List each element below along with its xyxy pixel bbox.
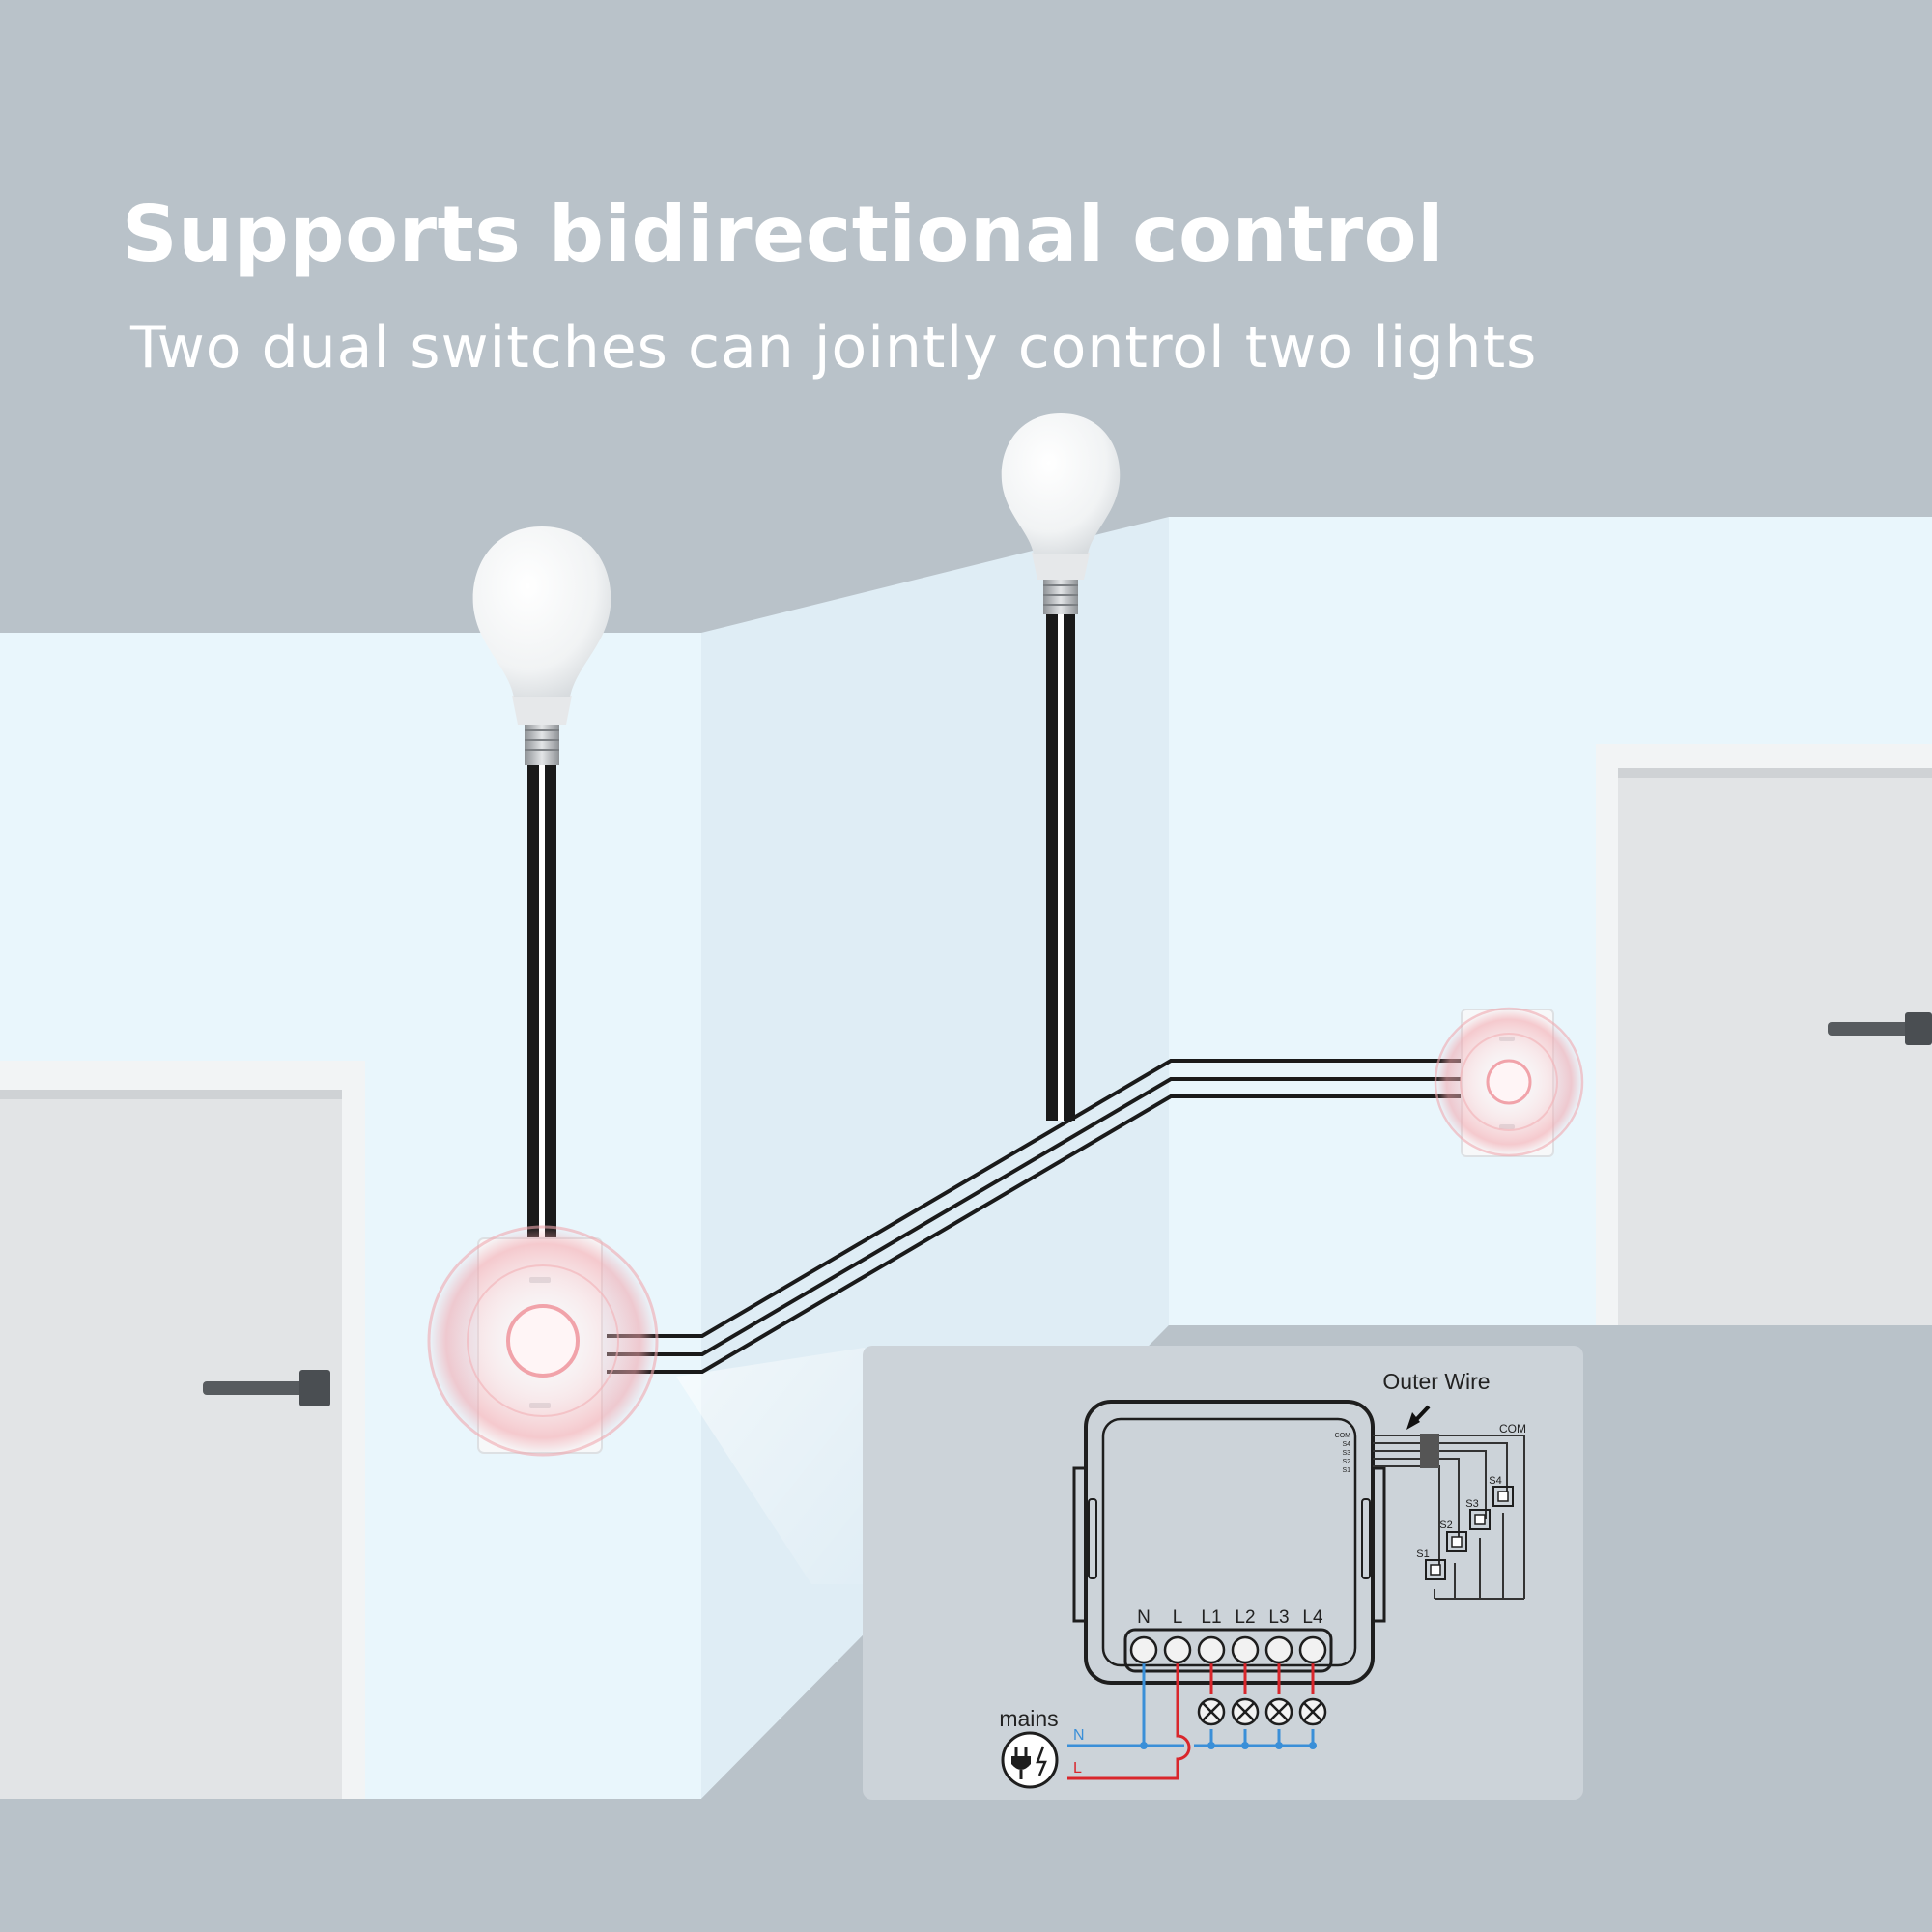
wall-switch-icon [427,1225,659,1457]
wiring-diagram-panel: Outer Wire COM S4 S3 S2 S1 [863,1346,1583,1800]
mains-label: mains [999,1706,1058,1731]
switch-label-s2: S2 [1439,1520,1452,1531]
terminal-label-l3: L3 [1268,1607,1289,1628]
junction-dots [1140,1742,1317,1749]
left-door [0,1061,365,1799]
terminal-label-l2: L2 [1235,1607,1255,1628]
light-bulb-icon [472,526,611,765]
push-switch-s1 [1425,1559,1446,1580]
switch-label-s1: S1 [1416,1548,1429,1560]
push-switch-s3 [1469,1509,1491,1530]
plug-icon [1001,1731,1059,1789]
arrow-head [1406,1412,1420,1430]
com-label: COM [1499,1422,1526,1435]
wall-switch-icon [1434,1007,1584,1157]
outer-wire-label: Outer Wire [1382,1369,1490,1394]
page-title: Supports bidirectional control [122,189,1444,279]
door-handle-icon [1828,1012,1932,1045]
mains-n-label: N [1073,1727,1085,1744]
light-bulb-icon [1001,413,1121,614]
switch-label-s3: S3 [1465,1498,1478,1510]
terminal-label-l1: L1 [1201,1607,1221,1628]
port-label-s3: S3 [1342,1450,1350,1457]
terminal-screws [1129,1635,1327,1664]
switch-module [1072,1400,1386,1685]
push-switch-s2 [1446,1531,1467,1552]
terminal-label-n: N [1137,1607,1151,1628]
terminal-label-l: L [1173,1607,1183,1628]
push-switch-s4 [1492,1486,1514,1507]
lamp-load-icon [1298,1697,1327,1726]
lamp-load-icon [1264,1697,1293,1726]
outer-wire-bundle [1373,1434,1525,1600]
port-label-s4: S4 [1342,1441,1350,1448]
page-subtitle: Two dual switches can jointly control tw… [130,314,1538,382]
port-label-s2: S2 [1342,1459,1350,1465]
door-handle-icon [203,1370,330,1406]
port-label-s1: S1 [1342,1467,1350,1474]
light-beam [676,1348,865,1584]
mains-l-label: L [1073,1760,1082,1776]
lamp-load-icon [1197,1697,1226,1726]
switch-label-s4: S4 [1489,1475,1501,1487]
terminal-label-l4: L4 [1302,1607,1323,1628]
lamp-load-icon [1231,1697,1260,1726]
port-label-com: COM [1335,1433,1351,1439]
